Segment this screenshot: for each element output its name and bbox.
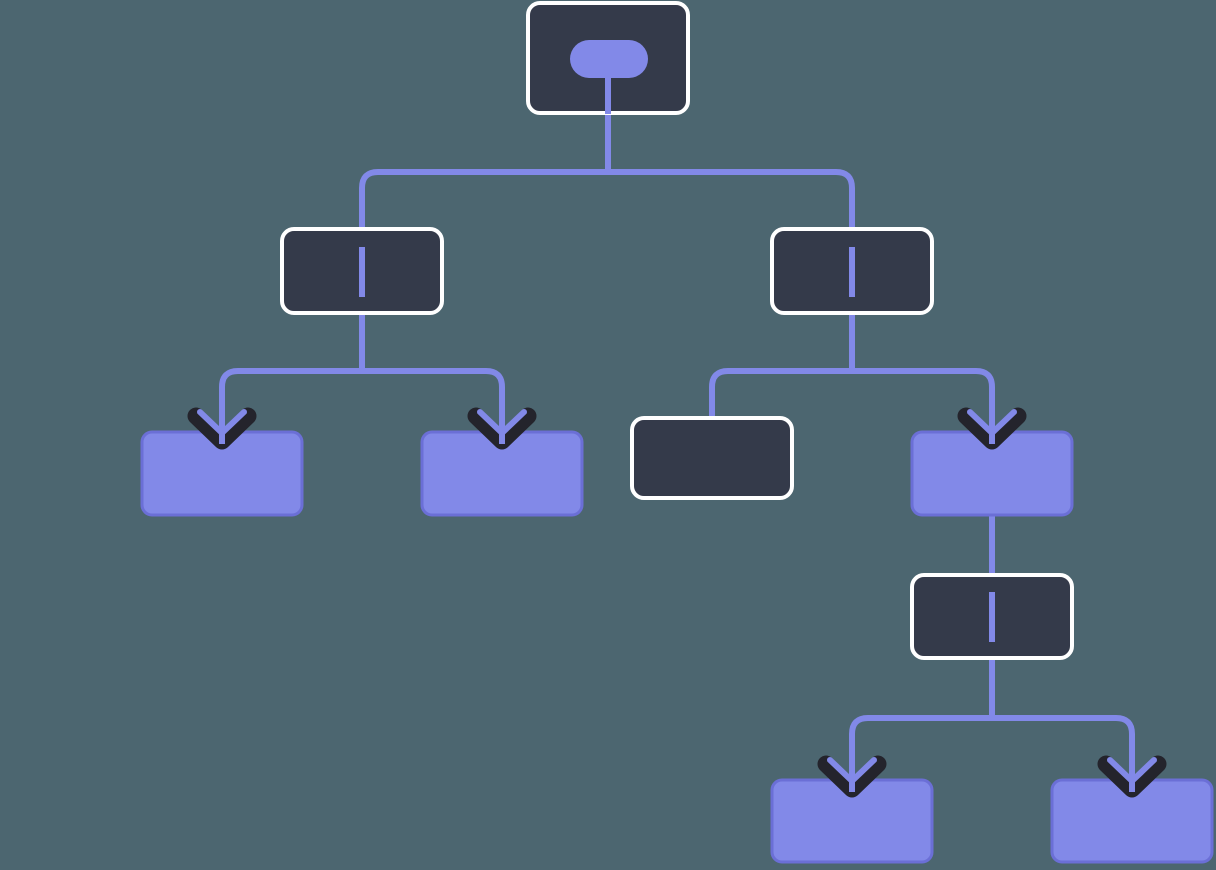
edge-node-to-leaf-3[interactable] (849, 658, 995, 784)
node-leaf-dark[interactable] (630, 416, 794, 500)
edge-branch-left-to-leaf-2[interactable] (359, 313, 505, 436)
edge-node-to-leaf-4[interactable] (989, 658, 1135, 784)
edge-branch-right-to-leaf-dark[interactable] (709, 313, 855, 421)
arrow-stem-front-leaf-1 (219, 396, 225, 434)
edge-branch-left-to-leaf-1[interactable] (219, 313, 365, 436)
arrow-stem-front-subbranch (989, 396, 995, 434)
node-root[interactable] (526, 1, 690, 115)
arrow-stem-front-leaf-2 (499, 396, 505, 434)
node-deep-dark[interactable] (910, 573, 1074, 660)
arrow-stem-front-leaf-3 (849, 744, 855, 782)
edge-layer (219, 113, 1135, 784)
node-branch-left[interactable] (280, 227, 444, 315)
edge-root-to-branch-left[interactable] (359, 113, 611, 232)
edge-root-to-branch-right[interactable] (605, 113, 855, 232)
node-layer (140, 1, 1214, 864)
node-root-pill-stem (605, 72, 611, 114)
node-branch-right[interactable] (770, 227, 934, 315)
node-deep-dark-inner-line (989, 592, 995, 642)
node-branch-right-inner-line (849, 247, 855, 297)
node-branch-left-inner-line (359, 247, 365, 297)
arrow-stem-front-leaf-4 (1129, 744, 1135, 782)
node-leaf-dark-body[interactable] (630, 416, 794, 500)
edge-branch-right-to-subbranch[interactable] (849, 313, 995, 436)
node-root-pill (570, 40, 648, 78)
arrow-stem-front-layer (219, 396, 1135, 782)
